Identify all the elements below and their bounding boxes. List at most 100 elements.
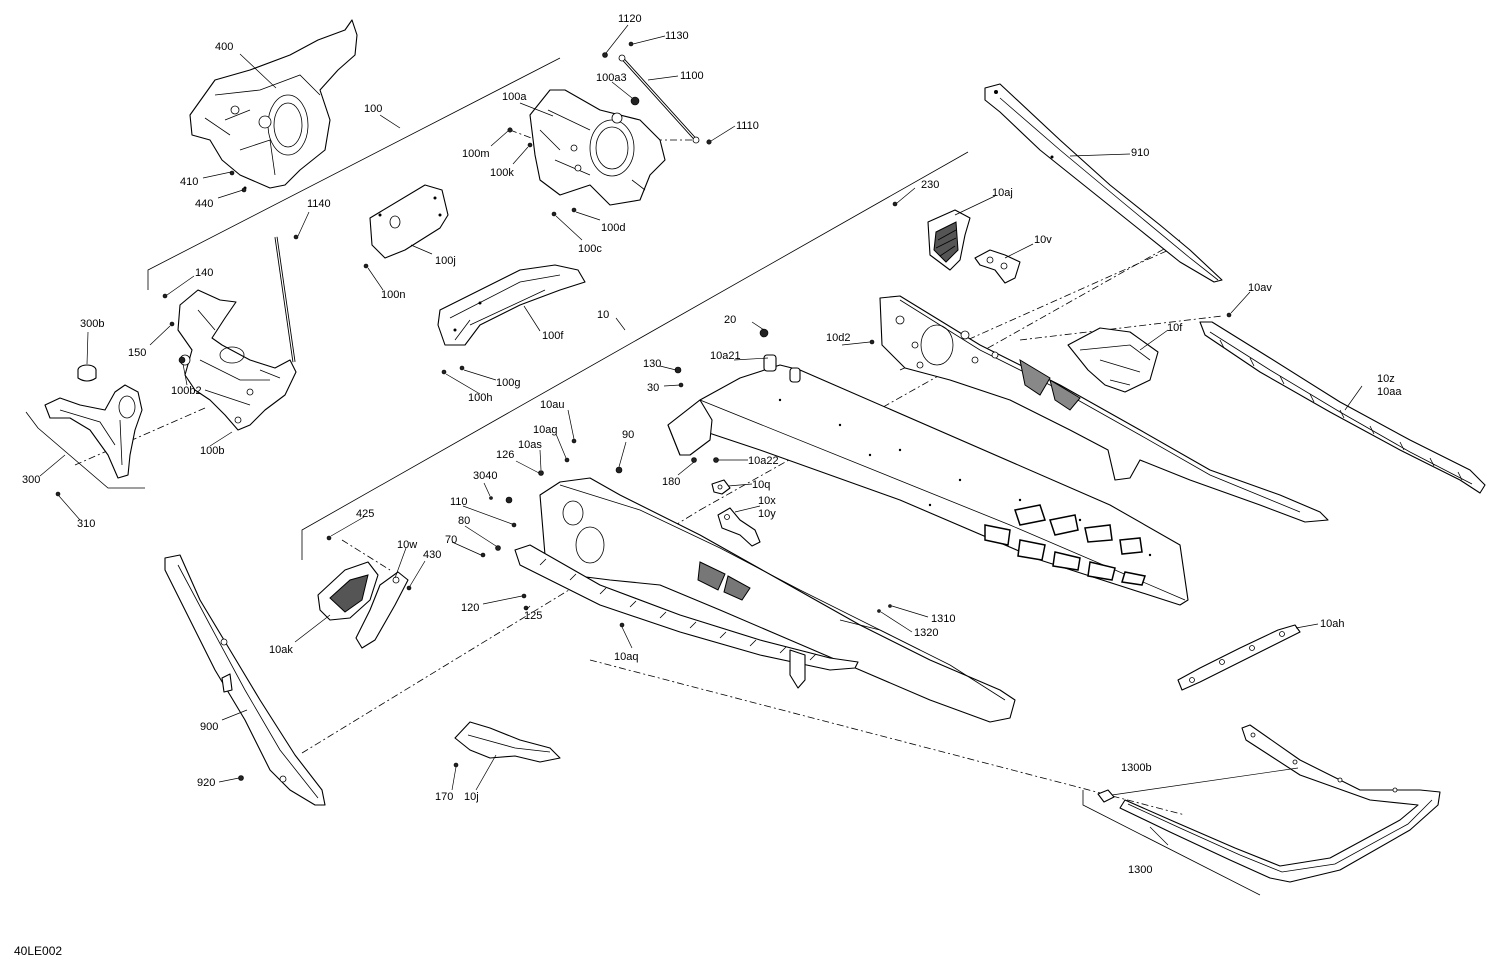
callout-3040: 3040 xyxy=(473,470,497,482)
part-10f-bracket xyxy=(1067,327,1159,393)
callout-230: 230 xyxy=(921,179,939,191)
callout-10a21: 10a21 xyxy=(710,350,741,362)
callout-30: 30 xyxy=(647,382,659,394)
part-300b-bumper xyxy=(77,364,97,382)
part-100j-cover xyxy=(369,184,449,259)
callout-10a22: 10a22 xyxy=(748,455,779,467)
callout-10f: 10f xyxy=(1167,322,1183,334)
callout-1300: 1300 xyxy=(1128,864,1152,876)
callout-100f: 100f xyxy=(542,330,564,342)
part-100f-console xyxy=(437,264,586,346)
callout-100b2: 100b2 xyxy=(171,385,202,397)
callout-300b: 300b xyxy=(80,318,104,330)
part-1300-rear-bumper xyxy=(1097,724,1441,883)
callout-10: 10 xyxy=(597,309,609,321)
part-900-upper-rail xyxy=(164,554,326,806)
callout-labels: 1120 1130 100a3 1100 1110 100a 100m 100k… xyxy=(14,13,1402,958)
callout-90: 90 xyxy=(622,429,634,441)
diagram-id: 40LE002 xyxy=(14,944,62,958)
group-lines xyxy=(25,57,1261,896)
callout-70: 70 xyxy=(445,534,457,546)
callout-10ag: 10ag xyxy=(533,424,557,436)
callout-1300b: 1300b xyxy=(1121,762,1152,774)
part-10w-bracket xyxy=(355,571,409,649)
callout-100m: 100m xyxy=(462,148,490,160)
part-1100-strut-rod xyxy=(618,54,700,144)
callout-1110: 1110 xyxy=(736,120,759,132)
callout-170: 170 xyxy=(435,791,453,803)
callout-120: 120 xyxy=(461,602,479,614)
callout-900: 900 xyxy=(200,721,218,733)
part-10q-plate xyxy=(711,479,731,495)
callout-100g: 100g xyxy=(496,377,520,389)
callout-1120: 1120 xyxy=(618,13,642,25)
callout-10aj: 10aj xyxy=(992,187,1013,199)
part-10-tunnel-left-side xyxy=(539,477,1016,723)
part-10ak-side-grille xyxy=(317,561,379,621)
callout-1310: 1310 xyxy=(931,613,955,625)
part-910-upper-rail xyxy=(984,83,1223,283)
callout-1130: 1130 xyxy=(665,30,689,42)
callout-130: 130 xyxy=(643,358,661,370)
callout-100n: 100n xyxy=(381,289,405,301)
callout-425: 425 xyxy=(356,508,374,520)
callout-10j: 10j xyxy=(464,791,479,803)
leader-lines xyxy=(39,24,1363,846)
callout-20: 20 xyxy=(724,314,736,326)
callout-910: 910 xyxy=(1131,147,1149,159)
callout-10au: 10au xyxy=(540,399,564,411)
callout-1320: 1320 xyxy=(914,627,938,639)
callout-100d: 100d xyxy=(601,222,625,234)
callout-1100: 1100 xyxy=(680,70,704,82)
callout-100j: 100j xyxy=(435,255,456,267)
callout-150: 150 xyxy=(128,347,146,359)
callout-400: 400 xyxy=(215,41,233,53)
callout-100a3: 100a3 xyxy=(596,72,627,84)
callout-10w: 10w xyxy=(397,539,417,551)
part-10ah-rail xyxy=(1177,624,1301,691)
part-10v-bracket xyxy=(974,249,1021,284)
part-10x-bracket xyxy=(717,507,761,547)
callout-180: 180 xyxy=(662,476,680,488)
callout-310: 310 xyxy=(77,518,95,530)
part-100b-lower-frame xyxy=(177,289,297,431)
callout-10aa: 10aa xyxy=(1377,386,1402,398)
callout-100b: 100b xyxy=(200,445,224,457)
callout-1140: 1140 xyxy=(307,198,331,210)
callout-10x: 10x xyxy=(758,495,776,507)
callout-125: 125 xyxy=(524,610,542,622)
callout-300: 300 xyxy=(22,474,40,486)
callout-10q: 10q xyxy=(752,479,770,491)
callout-100a: 100a xyxy=(502,91,527,103)
part-10z-running-rail xyxy=(1199,321,1486,494)
callout-10ah: 10ah xyxy=(1320,618,1344,630)
part-10aj-side-grille xyxy=(927,209,971,271)
callout-10d2: 10d2 xyxy=(826,332,850,344)
part-300-support-bracket xyxy=(44,384,143,479)
callout-126: 126 xyxy=(496,449,514,461)
hardware-fasteners xyxy=(55,41,1232,781)
callout-100h: 100h xyxy=(468,392,492,404)
callout-430: 430 xyxy=(423,549,441,561)
callout-10ak: 10ak xyxy=(269,644,293,656)
callout-10aq: 10aq xyxy=(614,651,638,663)
callout-10av: 10av xyxy=(1248,282,1272,294)
callout-10as: 10as xyxy=(518,439,542,451)
callout-80: 80 xyxy=(458,515,470,527)
part-10aq-running-board xyxy=(514,544,859,689)
part-400-front-frame xyxy=(189,19,358,190)
part-10-tunnel-right-side xyxy=(879,295,1329,523)
part-1140-strut-rod xyxy=(274,236,296,363)
callout-110: 110 xyxy=(450,496,468,508)
callout-440: 440 xyxy=(195,198,213,210)
callout-100c: 100c xyxy=(578,243,602,255)
part-10j-bracket xyxy=(454,721,561,763)
callout-140: 140 xyxy=(195,267,213,279)
callout-10v: 10v xyxy=(1034,234,1052,246)
callout-100: 100 xyxy=(364,103,382,115)
part-100a-steering-support xyxy=(529,89,666,206)
callout-410: 410 xyxy=(180,176,198,188)
callout-10y: 10y xyxy=(758,508,776,520)
callout-10z: 10z xyxy=(1377,373,1395,385)
